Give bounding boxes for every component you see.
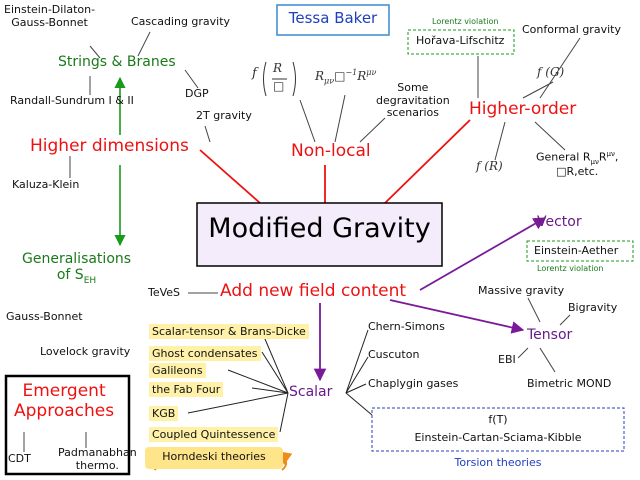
emergent-links — [23, 432, 87, 452]
cascading-gravity-label: Cascading gravity — [131, 15, 231, 28]
lorentz-violation-top: Lorentz violation — [432, 17, 499, 26]
cuscuton-label: Cuscuton — [368, 348, 420, 361]
lorentz-violation-vector: Lorentz violation — [537, 264, 604, 273]
non-local-links — [299, 94, 386, 143]
chern-simons-label: Chern-Simons — [368, 320, 445, 333]
scalar-label: Scalar — [289, 384, 333, 400]
scalar-tensor-item: Scalar-tensor & Brans-Dicke — [149, 324, 309, 339]
red-branches — [199, 119, 471, 204]
degrav-line3: scenarios — [386, 106, 439, 120]
title-label: Modified Gravity — [208, 213, 431, 244]
purple-arrows — [313, 217, 547, 382]
strings-branes-label: Strings & Branes — [58, 54, 176, 70]
higher-order-links — [477, 37, 581, 161]
generalisations-of-s: of S — [56, 267, 84, 284]
edgb-line1: Einstein-Dilaton- — [4, 3, 96, 16]
massive-gravity-label: Massive gravity — [478, 284, 565, 297]
f-formula-f: f — [252, 66, 257, 81]
general-line1: General RμνRμν, — [536, 150, 618, 166]
generalisations-eh-subscript: EH — [83, 275, 97, 286]
emergent-box — [4, 374, 131, 476]
gauss-bonnet-label: Gauss-Bonnet — [6, 310, 83, 323]
rmunu-r: R — [315, 69, 325, 83]
edgb-label: Einstein-Dilaton- Gauss-Bonnet — [4, 3, 96, 29]
fg-label: f (G) — [537, 65, 565, 79]
ebi-label: EBI — [498, 353, 516, 366]
horava-lifschitz-label: Hořava-Lifschitz — [416, 34, 505, 47]
scalar-links — [187, 329, 373, 433]
galileons-item: Galileons — [149, 363, 206, 378]
torsion-box — [371, 407, 625, 452]
kgb-item: KGB — [149, 406, 179, 421]
f-formula-r: R — [273, 61, 283, 75]
general-mid: R — [598, 150, 607, 164]
generalisations-line1: Generalisations — [22, 251, 132, 267]
emergent-line2: Approaches — [14, 401, 115, 422]
ecsk-label: Einstein-Cartan-Sciama-Kibble — [414, 431, 582, 444]
rmunu-sup: −1 — [345, 68, 358, 77]
einstein-aether-label: Einstein-Aether — [534, 244, 619, 257]
rmunu-r2: R — [357, 69, 367, 83]
generalisations-line2: of SEH — [22, 267, 131, 286]
higher-dimensions-label: Higher dimensions — [30, 136, 189, 156]
padmanabhan-label: Padmanabhan thermo. — [58, 446, 137, 472]
padmanabhan-line2: thermo. — [75, 458, 119, 472]
torsion-theories-label: Torsion theories — [454, 456, 542, 469]
general-r: General R — [536, 150, 591, 164]
author-box — [276, 4, 390, 36]
general-comma: , — [614, 150, 619, 164]
tensor-links — [517, 297, 571, 373]
generalisations-label: Generalisations of SEH — [22, 251, 131, 286]
rmunu-sub: μν — [324, 76, 335, 86]
bigravity-label: Bigravity — [568, 301, 618, 314]
padmanabhan-line1: Padmanabhan — [58, 446, 137, 459]
horava-box — [407, 29, 515, 55]
cdt-label: CDT — [8, 452, 31, 465]
fr-label: f (R) — [476, 159, 503, 173]
kaluza-klein-label: Kaluza-Klein — [12, 178, 80, 191]
f-formula-box: □ — [273, 79, 285, 93]
2t-gravity-label: 2T gravity — [196, 109, 252, 122]
einstein-aether-box — [526, 240, 634, 262]
general-rmunu-label: General RμνRμν, □R,etc. — [536, 150, 618, 179]
degravitation-label: Some degravitation scenarios — [376, 81, 450, 120]
title-box — [196, 202, 443, 267]
degrav-line2: degravitation — [376, 93, 450, 107]
coupled-quintessence-item: Coupled Quintessence — [149, 427, 279, 442]
general-line2: □R,etc. — [556, 164, 599, 178]
degrav-line1: Some — [397, 81, 429, 94]
chaplygin-label: Chaplygin gases — [368, 377, 459, 390]
edgb-line2: Gauss-Bonnet — [11, 15, 88, 29]
higher-order-label: Higher-order — [469, 99, 577, 119]
randall-sundrum-label: Randall-Sundrum I & II — [10, 94, 134, 107]
rmunu-formula: Rμν□−1Rμν — [315, 68, 376, 86]
teves-label: TeVeS — [148, 286, 181, 299]
rmunu-sup2: μν — [366, 68, 377, 77]
ghost-condensates-item: Ghost condensates — [149, 346, 261, 361]
emergent-approaches-label: Emergent Approaches — [14, 381, 114, 422]
tensor-label: Tensor — [527, 327, 573, 343]
vector-label: Vector — [537, 214, 582, 230]
horndeski-bg — [145, 447, 283, 469]
general-sub: μν — [590, 157, 599, 166]
bimetric-mond-label: Bimetric MOND — [527, 377, 612, 390]
fab-four-item: the Fab Four — [149, 382, 224, 397]
dgp-label: DGP — [185, 87, 209, 100]
lovelock-gravity-label: Lovelock gravity — [40, 345, 131, 358]
general-sup: μν — [606, 150, 615, 158]
emergent-line1: Emergent — [22, 381, 106, 401]
author-label: Tessa Baker — [288, 9, 378, 27]
conformal-gravity-label: Conformal gravity — [522, 23, 621, 36]
add-new-field-label: Add new field content — [220, 281, 407, 301]
non-local-label: Non-local — [291, 141, 371, 161]
rmunu-box: □ — [334, 69, 346, 83]
ft-label: f(T) — [488, 413, 508, 426]
strings-branes-links — [69, 31, 211, 178]
horndeski-label: Horndeski theories — [162, 450, 266, 463]
